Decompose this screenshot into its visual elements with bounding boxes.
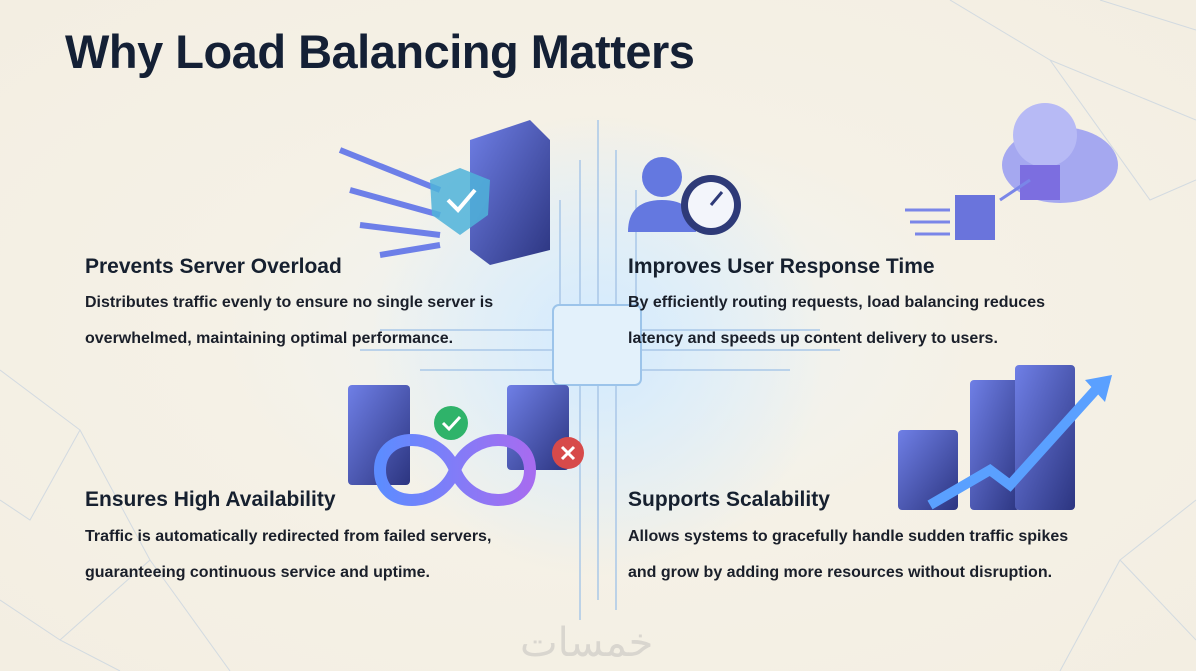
- section-line: latency and speeds up content delivery t…: [628, 330, 998, 347]
- section-line: and grow by adding more resources withou…: [628, 564, 1053, 581]
- user-stopwatch-illustration: [628, 157, 741, 235]
- section-line: overwhelmed, maintaining optimal perform…: [85, 330, 454, 347]
- section-line: Traffic is automatically redirected from…: [85, 528, 492, 545]
- section-heading: Supports Scalability: [628, 488, 830, 511]
- scaling-servers-illustration: [898, 365, 1112, 510]
- section-body: Traffic is automatically redirected from…: [85, 519, 555, 591]
- page-title: Why Load Balancing Matters: [65, 25, 695, 78]
- section-heading: Ensures High Availability: [85, 488, 336, 511]
- server-shield-illustration: [338, 120, 550, 265]
- cpu-chip: [552, 304, 642, 386]
- cloud-illustration: [905, 103, 1118, 240]
- section-line: Allows systems to gracefully handle sudd…: [628, 528, 1069, 545]
- circuit-traces: [360, 120, 840, 620]
- infinity-servers-illustration: [348, 385, 584, 506]
- watermark-logo: خمسات: [520, 620, 654, 666]
- section-body: Distributes traffic evenly to ensure no …: [85, 285, 555, 357]
- section-body: Allows systems to gracefully handle sudd…: [628, 519, 1128, 591]
- section-line: guaranteeing continuous service and upti…: [85, 564, 430, 581]
- section-line: By efficiently routing requests, load ba…: [628, 294, 1045, 311]
- section-body: By efficiently routing requests, load ba…: [628, 285, 1098, 357]
- section-heading: Prevents Server Overload: [85, 255, 342, 278]
- section-heading: Improves User Response Time: [628, 255, 935, 278]
- section-line: Distributes traffic evenly to ensure no …: [85, 294, 494, 311]
